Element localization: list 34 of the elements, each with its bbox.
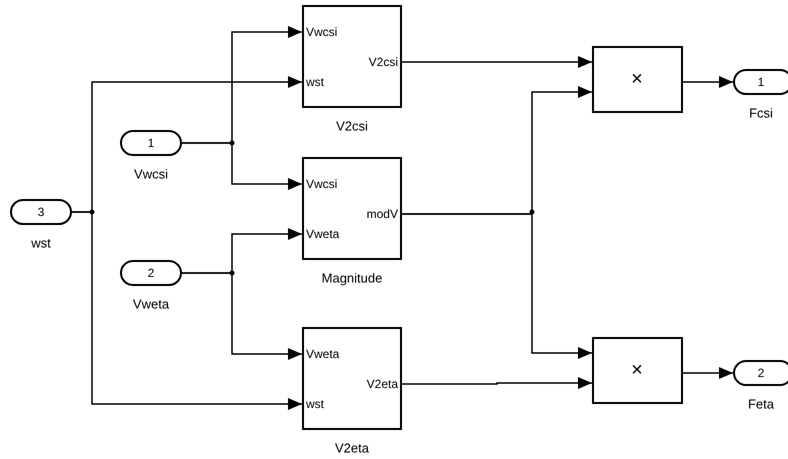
signal-arrow xyxy=(402,377,592,389)
port-label: Vwcsi xyxy=(306,26,338,38)
product-block xyxy=(592,337,683,404)
signal-arrow xyxy=(402,56,592,68)
port-number: 2 xyxy=(758,367,764,379)
signal-arrow xyxy=(182,272,302,360)
port-number: 1 xyxy=(148,137,154,149)
block-name: Vwcsi xyxy=(134,168,168,180)
port-label: V2csi xyxy=(368,56,398,68)
port-label: Vweta xyxy=(306,348,340,360)
multiply-sign: × xyxy=(631,69,643,89)
block-name: Vweta xyxy=(132,298,170,310)
port-number: 3 xyxy=(38,206,44,218)
signal-arrow xyxy=(182,142,302,190)
port-label: wst xyxy=(306,398,324,410)
signal-arrow xyxy=(683,76,733,88)
block-name: V2eta xyxy=(335,442,369,454)
block-name: V2csi xyxy=(336,120,368,132)
block-name: Fcsi xyxy=(749,106,773,120)
signal-arrow xyxy=(683,367,733,379)
signal-arrow xyxy=(402,213,592,359)
port-label: modV xyxy=(366,208,398,220)
port-label: Vwcsi xyxy=(306,178,338,190)
port-number: 1 xyxy=(758,76,764,88)
port-label: Vweta xyxy=(306,228,340,240)
port-label: V2eta xyxy=(366,378,398,390)
block-name: wst xyxy=(31,236,51,250)
product-block xyxy=(592,46,683,113)
multiply-sign: × xyxy=(631,360,643,380)
signal-arrow xyxy=(72,211,302,410)
block-name: Magnitude xyxy=(322,272,382,284)
port-number: 2 xyxy=(148,267,154,279)
port-label: wst xyxy=(306,76,324,88)
block-name: Feta xyxy=(748,398,774,410)
